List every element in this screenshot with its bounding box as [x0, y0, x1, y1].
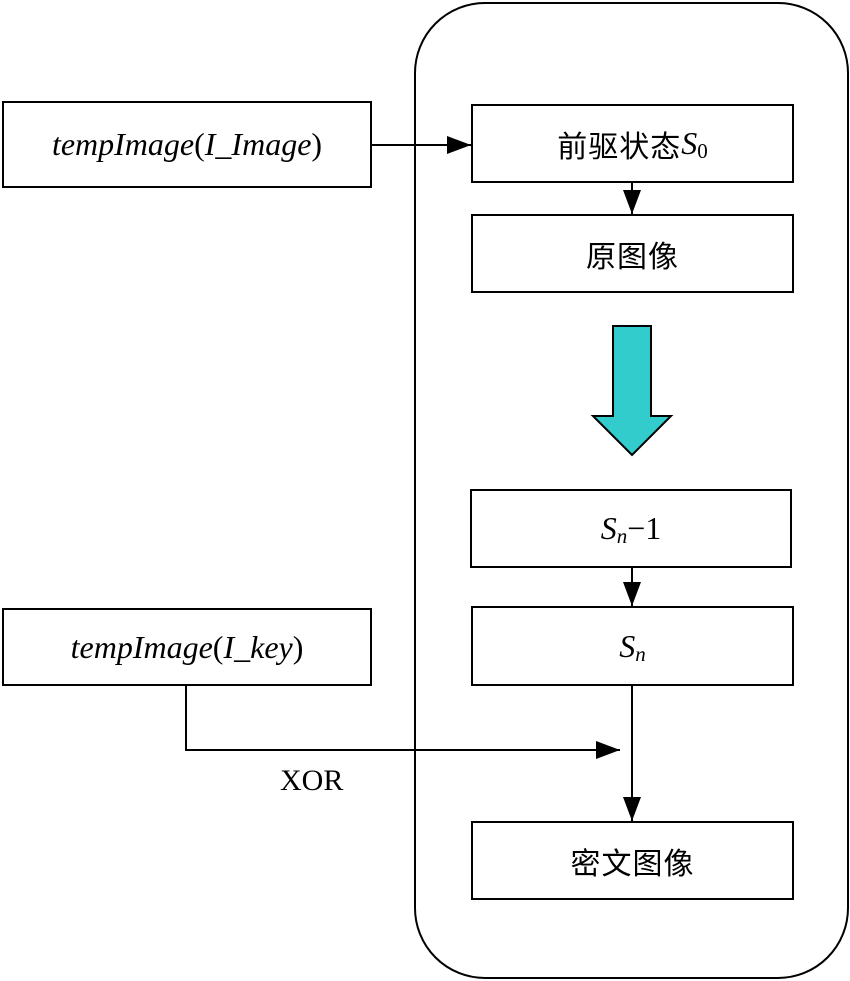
- input-image-box: tempImage(I_Image): [2, 101, 372, 188]
- state-prev-var: S: [600, 510, 617, 546]
- process-container: [414, 2, 849, 979]
- original-image-box: 原图像: [471, 214, 794, 293]
- state-prev-sub: n: [616, 524, 628, 548]
- state-prev-suffix: −1: [627, 510, 662, 546]
- original-image-label: 原图像: [586, 239, 679, 275]
- input-key-open: (: [212, 628, 224, 665]
- xor-label: XOR: [280, 764, 344, 797]
- input-image-func: tempImage: [51, 126, 195, 162]
- arrow-key-xor: [185, 685, 620, 759]
- state-n-sub: n: [635, 641, 646, 666]
- input-key-box: tempImage(I_key): [2, 608, 372, 686]
- input-image-open: (: [194, 126, 205, 162]
- state-n-var: S: [619, 627, 636, 664]
- cipher-image-label: 密文图像: [570, 846, 695, 882]
- predecessor-state-var: S: [681, 125, 698, 161]
- cipher-image-box: 密文图像: [471, 821, 794, 900]
- input-image-arg: I_Image: [204, 126, 312, 162]
- input-key-close: ): [292, 628, 304, 665]
- input-image-close: ): [311, 126, 323, 162]
- input-key-arg: I_key: [223, 628, 293, 665]
- predecessor-state-label: 前驱状态: [557, 129, 682, 165]
- input-key-func: tempImage: [70, 628, 213, 665]
- predecessor-state-sub: 0: [697, 139, 708, 163]
- big-down-arrow-icon: [590, 325, 674, 457]
